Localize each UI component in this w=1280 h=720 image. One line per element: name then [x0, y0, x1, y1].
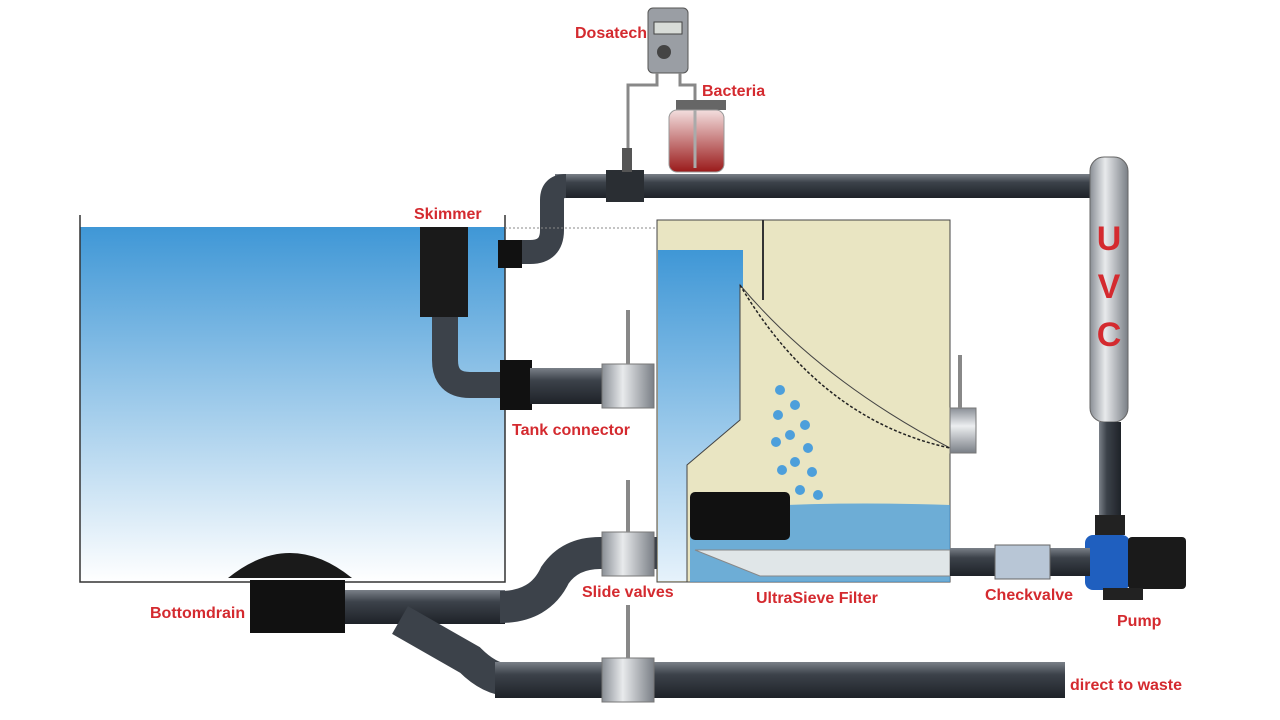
waste-pipe — [495, 662, 1065, 698]
label-pump: Pump — [1117, 613, 1162, 630]
uvc-letter-u: U — [1097, 220, 1122, 258]
label-direct-to-waste: direct to waste — [1070, 677, 1182, 694]
label-tank-connector: Tank connector — [512, 422, 630, 439]
label-bottomdrain: Bottomdrain — [150, 605, 245, 622]
label-bacteria: Bacteria — [702, 83, 765, 100]
label-checkvalve: Checkvalve — [985, 587, 1073, 604]
label-skimmer: Skimmer — [414, 206, 482, 223]
label-dosatech: Dosatech — [575, 25, 647, 42]
checkvalve — [994, 544, 1051, 580]
bottom-drain — [228, 480, 1065, 703]
pump — [1085, 515, 1186, 600]
slide-valve-2 — [601, 531, 655, 577]
ultrasieve-filter — [656, 219, 977, 583]
return-tank-connector — [498, 240, 522, 268]
uvc-letter-c: C — [1097, 316, 1122, 354]
slide-valve-3 — [601, 657, 655, 703]
bacteria-container — [668, 100, 726, 173]
dosing-clamp — [606, 170, 644, 202]
uvc-letter-v: V — [1098, 268, 1121, 306]
skimmer — [420, 227, 655, 410]
uvc-unit: U V C — [1089, 156, 1129, 522]
water-drops — [771, 385, 823, 500]
checkvalve-line — [950, 544, 1090, 580]
return-pipe — [498, 170, 1095, 268]
dosatech-pump — [622, 7, 697, 172]
tank-connector — [500, 360, 532, 410]
slide-valve-1 — [601, 363, 655, 409]
label-slide-valves: Slide valves — [582, 584, 674, 601]
label-ultrasieve-filter: UltraSieve Filter — [756, 590, 878, 607]
